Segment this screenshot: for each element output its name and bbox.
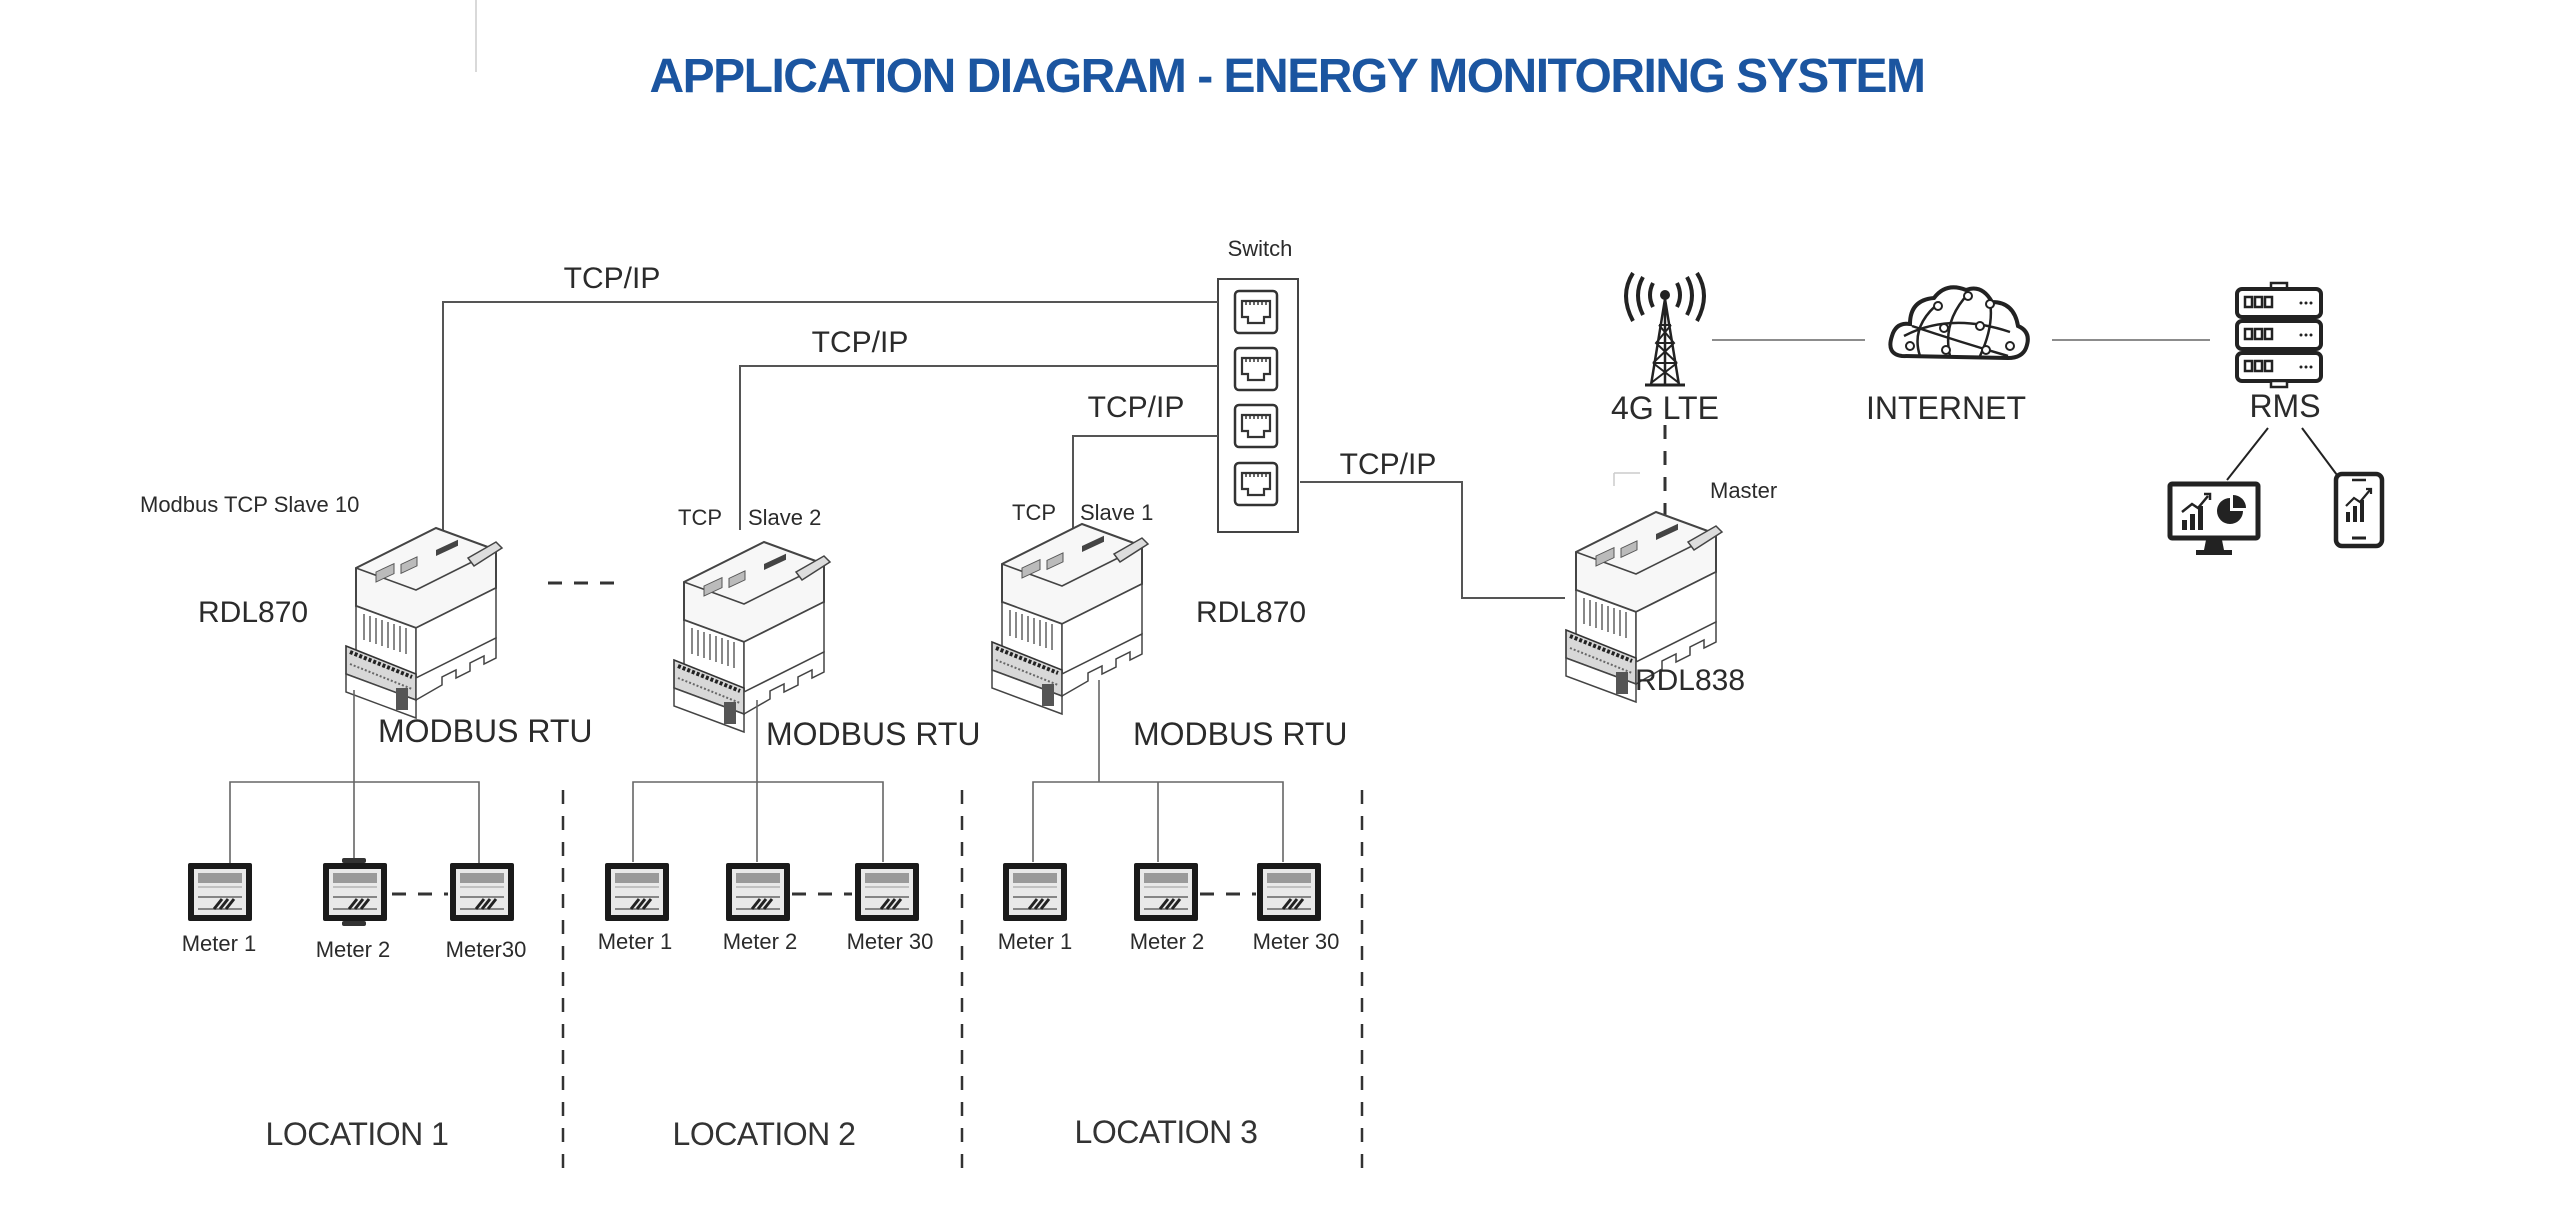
lte-label: 4G LTE bbox=[1611, 390, 1719, 426]
energy-meter-icon[interactable] bbox=[1132, 861, 1200, 923]
server-rack-icon bbox=[2235, 281, 2323, 389]
slave1-role-label-right: Slave 1 bbox=[1080, 500, 1153, 525]
cloud-network-icon bbox=[1888, 285, 2030, 361]
rms-label: RMS bbox=[2249, 388, 2320, 424]
internet-label: INTERNET bbox=[1866, 390, 2026, 426]
location-2-bus: MODBUS RTU Meter 1 Meter 2 Meter 30 bbox=[598, 700, 981, 954]
tcpip-label: TCP/IP bbox=[1340, 448, 1437, 481]
tcpip-link-slave1: TCP/IP bbox=[1072, 391, 1218, 528]
rms-desktop-link bbox=[2226, 427, 2269, 481]
slave2-role-label-left: TCP bbox=[678, 505, 722, 530]
smartphone-chart-icon[interactable] bbox=[2333, 471, 2385, 549]
location-1-bus: MODBUS RTU Meter 1 Meter 2 Meter30 bbox=[182, 690, 593, 962]
energy-meter-icon[interactable] bbox=[186, 861, 254, 923]
energy-meter-icon[interactable] bbox=[724, 861, 792, 923]
tcpip-label: TCP/IP bbox=[1088, 391, 1185, 424]
rdl870-device-slave2[interactable] bbox=[672, 540, 832, 734]
monitor-chart-icon[interactable] bbox=[2167, 481, 2261, 555]
ethernet-port-icon bbox=[1233, 289, 1279, 335]
rdl870-device-slave1[interactable] bbox=[990, 522, 1150, 716]
energy-meter-icon[interactable] bbox=[321, 861, 389, 923]
energy-meter-icon[interactable] bbox=[853, 861, 921, 923]
rms-mobile-link bbox=[2301, 427, 2338, 476]
energy-meter-icon[interactable] bbox=[603, 861, 671, 923]
page-title: APPLICATION DIAGRAM - ENERGY MONITORING … bbox=[649, 50, 1924, 103]
energy-meter-icon[interactable] bbox=[1001, 861, 1069, 923]
modbus-rtu-label: MODBUS RTU bbox=[1133, 716, 1348, 752]
energy-meter-icon[interactable] bbox=[448, 861, 516, 923]
location-2-label: LOCATION 2 bbox=[673, 1116, 856, 1152]
tcpip-link-slave2: TCP/IP bbox=[739, 326, 1218, 530]
meter-label: Meter 2 bbox=[1130, 929, 1205, 954]
meter-label: Meter30 bbox=[446, 937, 527, 962]
network-switch[interactable] bbox=[1217, 278, 1299, 533]
ethernet-port-icon bbox=[1233, 346, 1279, 392]
energy-meter-icon[interactable] bbox=[1255, 861, 1323, 923]
slave10-model-label: RDL870 bbox=[198, 596, 308, 629]
tcpip-label: TCP/IP bbox=[812, 326, 909, 359]
meter-label: Meter 30 bbox=[847, 929, 934, 954]
tcpip-link-master: TCP/IP bbox=[1300, 448, 1565, 599]
slave2-role-label-right: Slave 2 bbox=[748, 505, 821, 530]
slave1-model-label: RDL870 bbox=[1196, 596, 1306, 629]
slave1-role-label-left: TCP bbox=[1012, 500, 1056, 525]
tcpip-label: TCP/IP bbox=[564, 262, 661, 295]
modbus-rtu-label: MODBUS RTU bbox=[766, 716, 981, 752]
faint-mark bbox=[1613, 472, 1640, 486]
meter-label: Meter 2 bbox=[316, 937, 391, 962]
meter-label: Meter 1 bbox=[182, 931, 257, 956]
ethernet-port-icon bbox=[1233, 403, 1279, 449]
location-1-label: LOCATION 1 bbox=[266, 1116, 449, 1152]
rdl870-device-slave10[interactable] bbox=[344, 526, 504, 720]
slave10-role-label: Modbus TCP Slave 10 bbox=[140, 492, 359, 517]
meter-label: Meter 1 bbox=[598, 929, 673, 954]
ethernet-port-icon bbox=[1233, 461, 1279, 507]
cell-tower-icon bbox=[1624, 271, 1706, 387]
location-3-label: LOCATION 3 bbox=[1075, 1114, 1258, 1150]
location-3-bus: MODBUS RTU Meter 1 Meter 2 Meter 30 bbox=[998, 680, 1348, 954]
switch-label: Switch bbox=[1228, 236, 1293, 261]
meter-label: Meter 30 bbox=[1253, 929, 1340, 954]
master-model-label: RDL838 bbox=[1635, 664, 1745, 697]
master-role-label: Master bbox=[1710, 478, 1777, 503]
meter-label: Meter 2 bbox=[723, 929, 798, 954]
tcpip-link-slave10: TCP/IP bbox=[442, 262, 1218, 532]
modbus-rtu-label: MODBUS RTU bbox=[378, 713, 593, 749]
meter-label: Meter 1 bbox=[998, 929, 1073, 954]
